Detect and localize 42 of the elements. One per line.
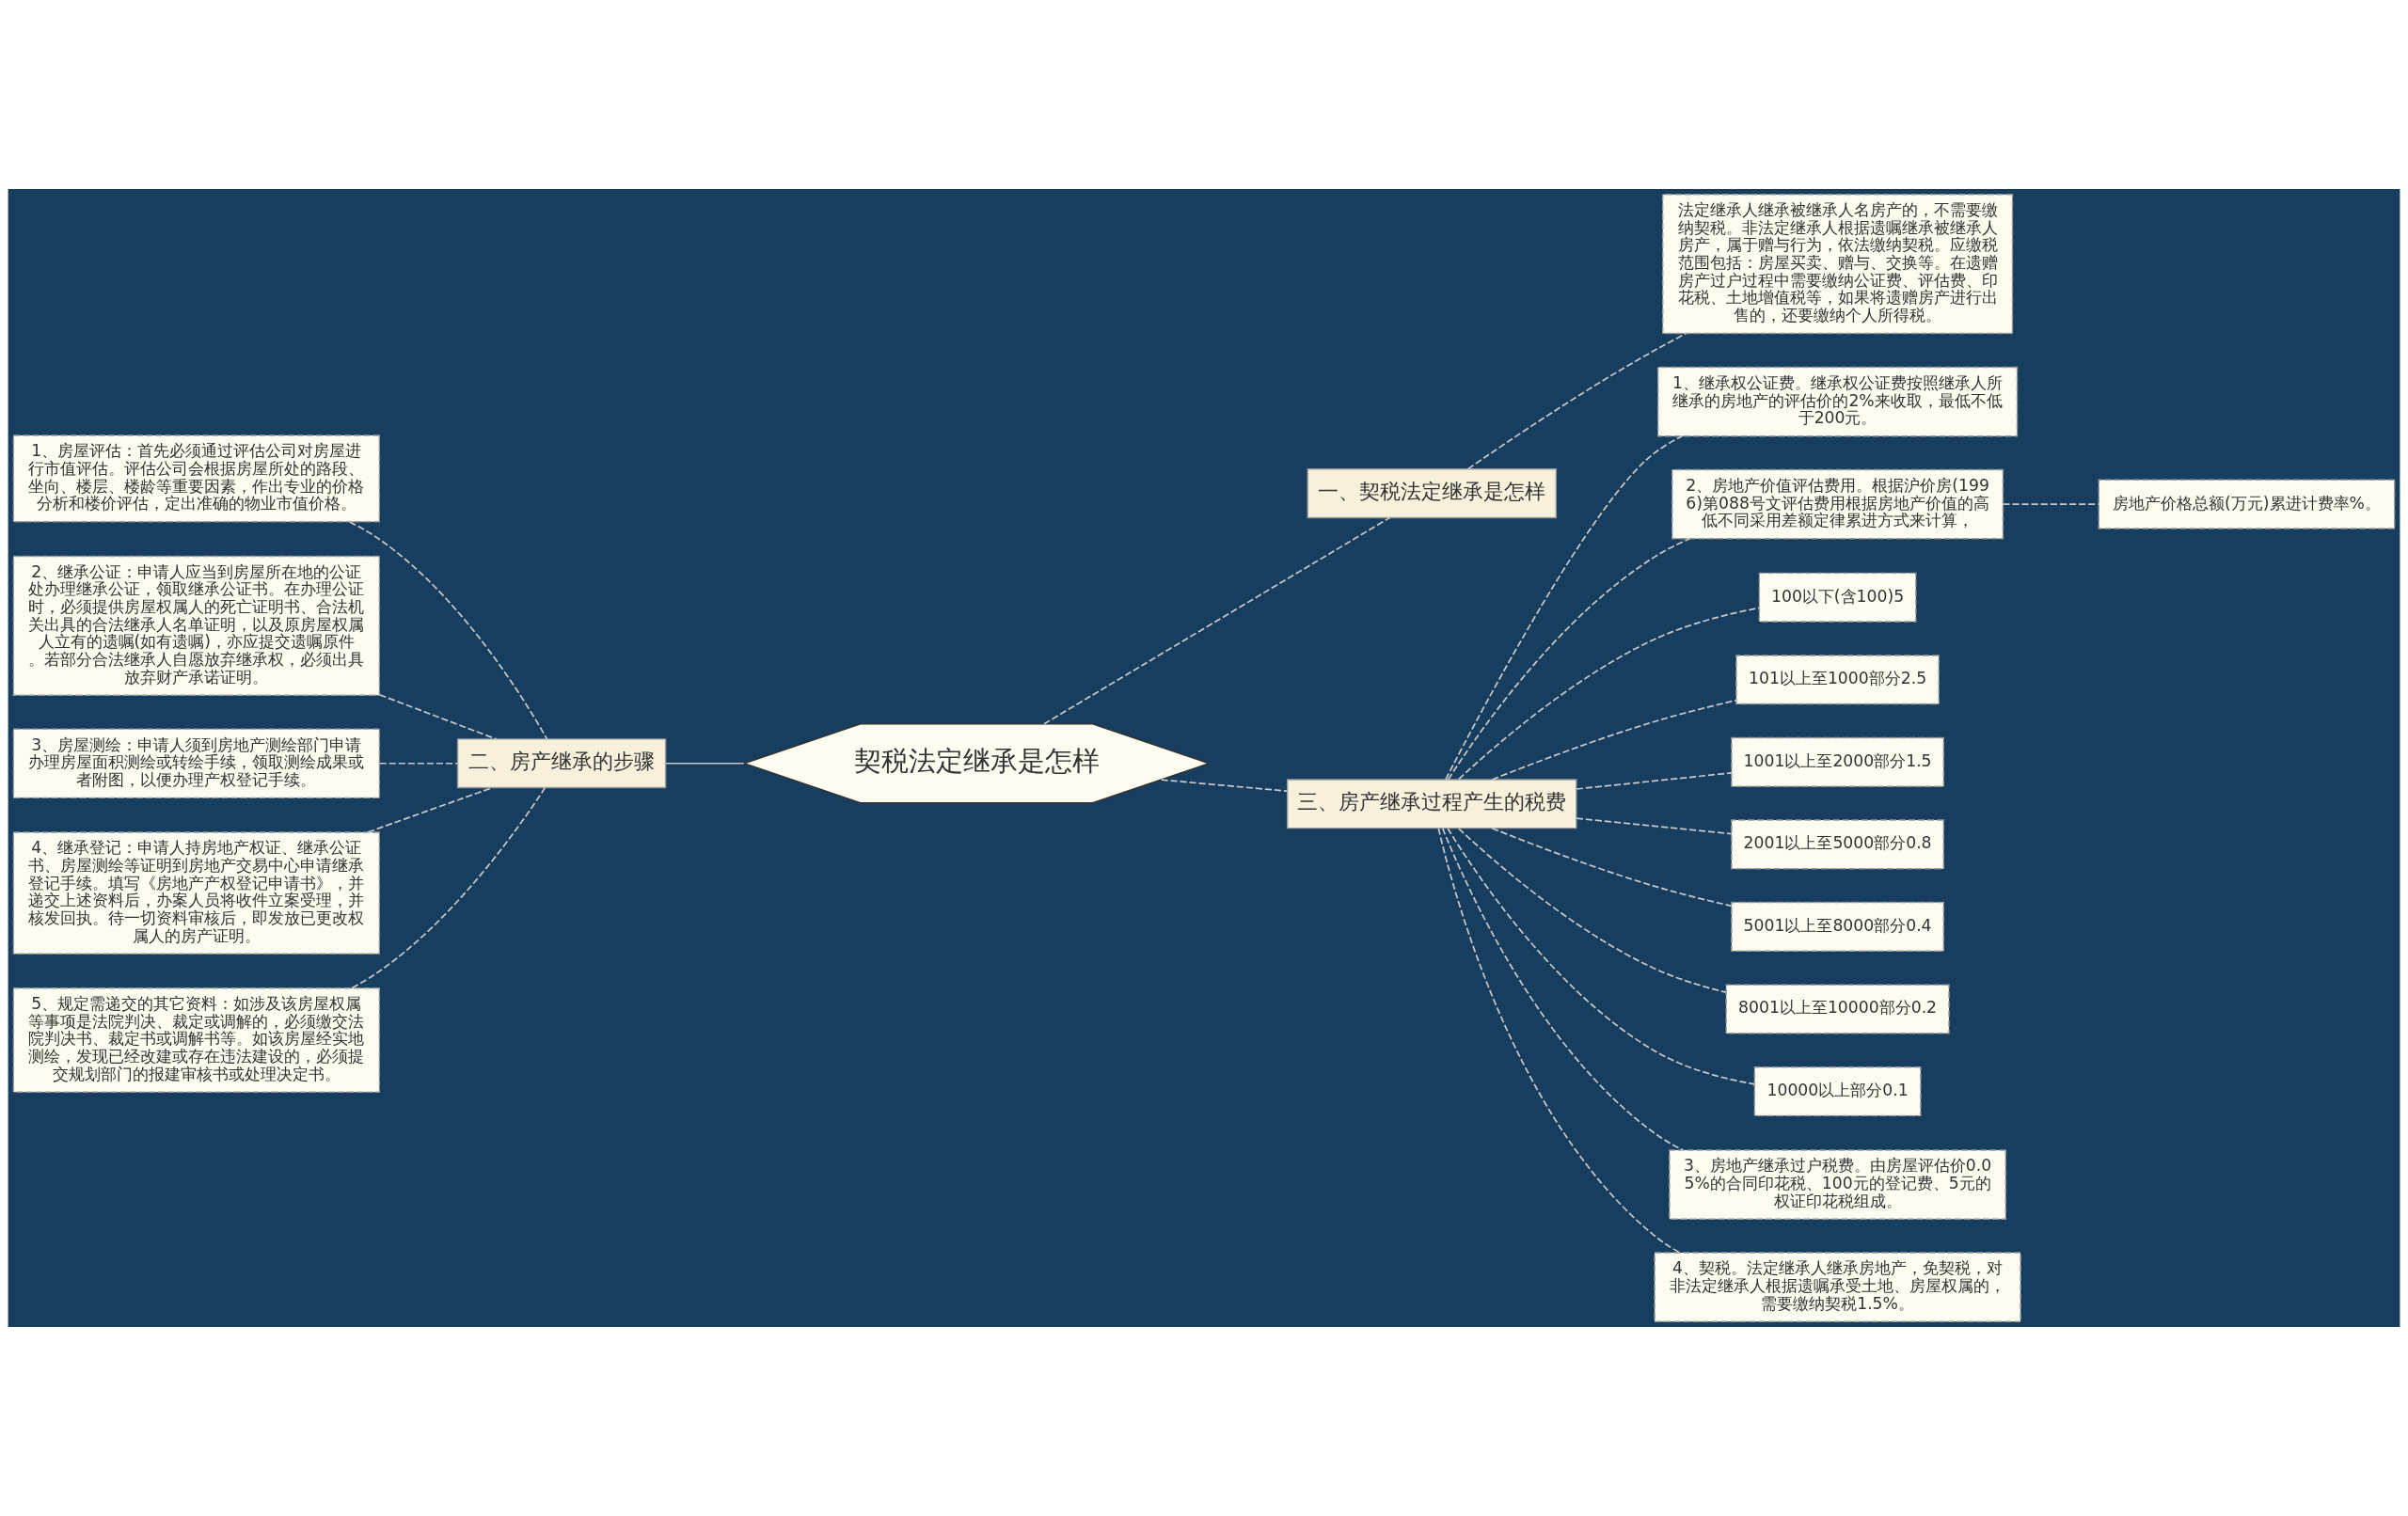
node-box: 101以上至1000部分2.5 — [1735, 655, 1940, 705]
connector — [1160, 779, 1289, 793]
node-box: 1001以上至2000部分1.5 — [1731, 736, 1944, 787]
node-box: 2001以上至5000部分0.8 — [1731, 819, 1944, 870]
connector — [1043, 516, 1391, 725]
connector — [1437, 827, 1681, 1254]
node-box: 1、房屋评估：首先必须通过评估公司对房屋进行市值评估。评估公司会根据房屋所处的路段、坐向、楼层、楼龄等重要因素，作出专业的价格分析和楼价评估，定出准确的物业市值价格。 — [12, 434, 381, 523]
connector — [1576, 772, 1733, 790]
node-box: 1、继承权公证费。继承权公证费按照继承人所继承的房地产的评估价的2%来收取，最低不低于200元。 — [1656, 366, 2019, 437]
connector — [1466, 332, 1687, 470]
connector — [1458, 828, 1727, 993]
connector — [1458, 607, 1761, 781]
node-box: 10000以上部分0.1 — [1753, 1066, 1922, 1117]
node-box: 房地产价格总额(万元)累进计费率%。 — [2098, 479, 2396, 529]
node-box: 3、房地产继承过户税费。由房屋评估价0.05%的合同印花税、100元的登记费、5元的权证印花税组成。 — [1669, 1149, 2006, 1220]
connector — [1576, 817, 1733, 835]
node-box: 三、房产继承过程产生的税费 — [1286, 779, 1577, 829]
connector — [348, 521, 548, 740]
connector — [1491, 699, 1737, 781]
node-box: 2、房地产价值评估费用。根据沪价房(1996)第088号文评估费用根据房地产价值的高低不同采用差额定律累进方式来计算， — [1671, 468, 2004, 540]
node-box: 5001以上至8000部分0.4 — [1731, 901, 1944, 952]
connector — [378, 762, 458, 765]
connector — [1447, 537, 1691, 781]
node-box: 法定继承人继承被继承人名房产的，不需要缴纳契税。非法定继承人根据遗嘱继承被继承人房产，属于赠与行为，依法缴纳契税。应缴税范围包括：房屋买卖、赠与、交换等。在遗赠房产过户过程中需要缴纳公证费、评估费、印花税、土地增值税等，如果将遗赠房产进行出售的，还要缴纳个人所得税。 — [1662, 194, 2014, 335]
node-box: 2、继承公证：申请人应当到房屋所在地的公证处办理继承公证，领取继承公证书。在办理公证时，必须提供房屋权属人的死亡证明书、合法机关出具的合法继承人名单证明，以及原房屋权属人立有的遗嘱(如有遗嘱)，亦应提交遗嘱原件。若部分合法继承人自愿放弃继承权，必须出具放弃财产承诺证明。 — [12, 555, 381, 696]
node-box: 一、契税法定继承是怎样 — [1307, 468, 1558, 519]
connector — [1447, 828, 1756, 1085]
node-box: 4、契税。法定继承人继承房地产，免契税，对非法定继承人根据遗嘱承受土地、房屋权属的，需要缴纳契税1.5%。 — [1654, 1252, 2021, 1322]
node-box: 100以下(含100)5 — [1758, 572, 1917, 623]
connector — [665, 762, 745, 765]
connector — [1491, 827, 1733, 908]
connector — [351, 786, 547, 989]
node-box: 5、规定需递交的其它资料：如涉及该房屋权属等事项是法院判决、裁定或调解的，必须缴交法院判决书、裁定书或调解书等。如该房屋经实地测绘，发现已经改建或存在违法建设的，必须提交规划部门的报建审核书或处理决定书。 — [12, 987, 381, 1093]
connector — [1445, 434, 1684, 781]
node-box: 4、继承登记：申请人持房地产权证、继承公证书、房屋测绘等证明到房地产交易中心申请继承登记手续。填写《房地产产权登记申请书》，并递交上述资料后，办案人员将收件立案受理，并核发回执。待一切资料审核后，即发放已更改权属人的房产证明。 — [12, 831, 381, 955]
node-box: 8001以上至10000部分0.2 — [1725, 984, 1950, 1034]
node-box: 3、房屋测绘：申请人须到房地产测绘部门申请办理房屋面积测绘或转绘手续，领取测绘成果或者附图，以便办理产权登记手续。 — [12, 728, 381, 799]
node-box: 二、房产继承的步骤 — [456, 738, 667, 789]
connector — [1441, 828, 1684, 1151]
connector — [378, 693, 498, 740]
connector — [2002, 503, 2099, 505]
connector — [367, 786, 493, 833]
